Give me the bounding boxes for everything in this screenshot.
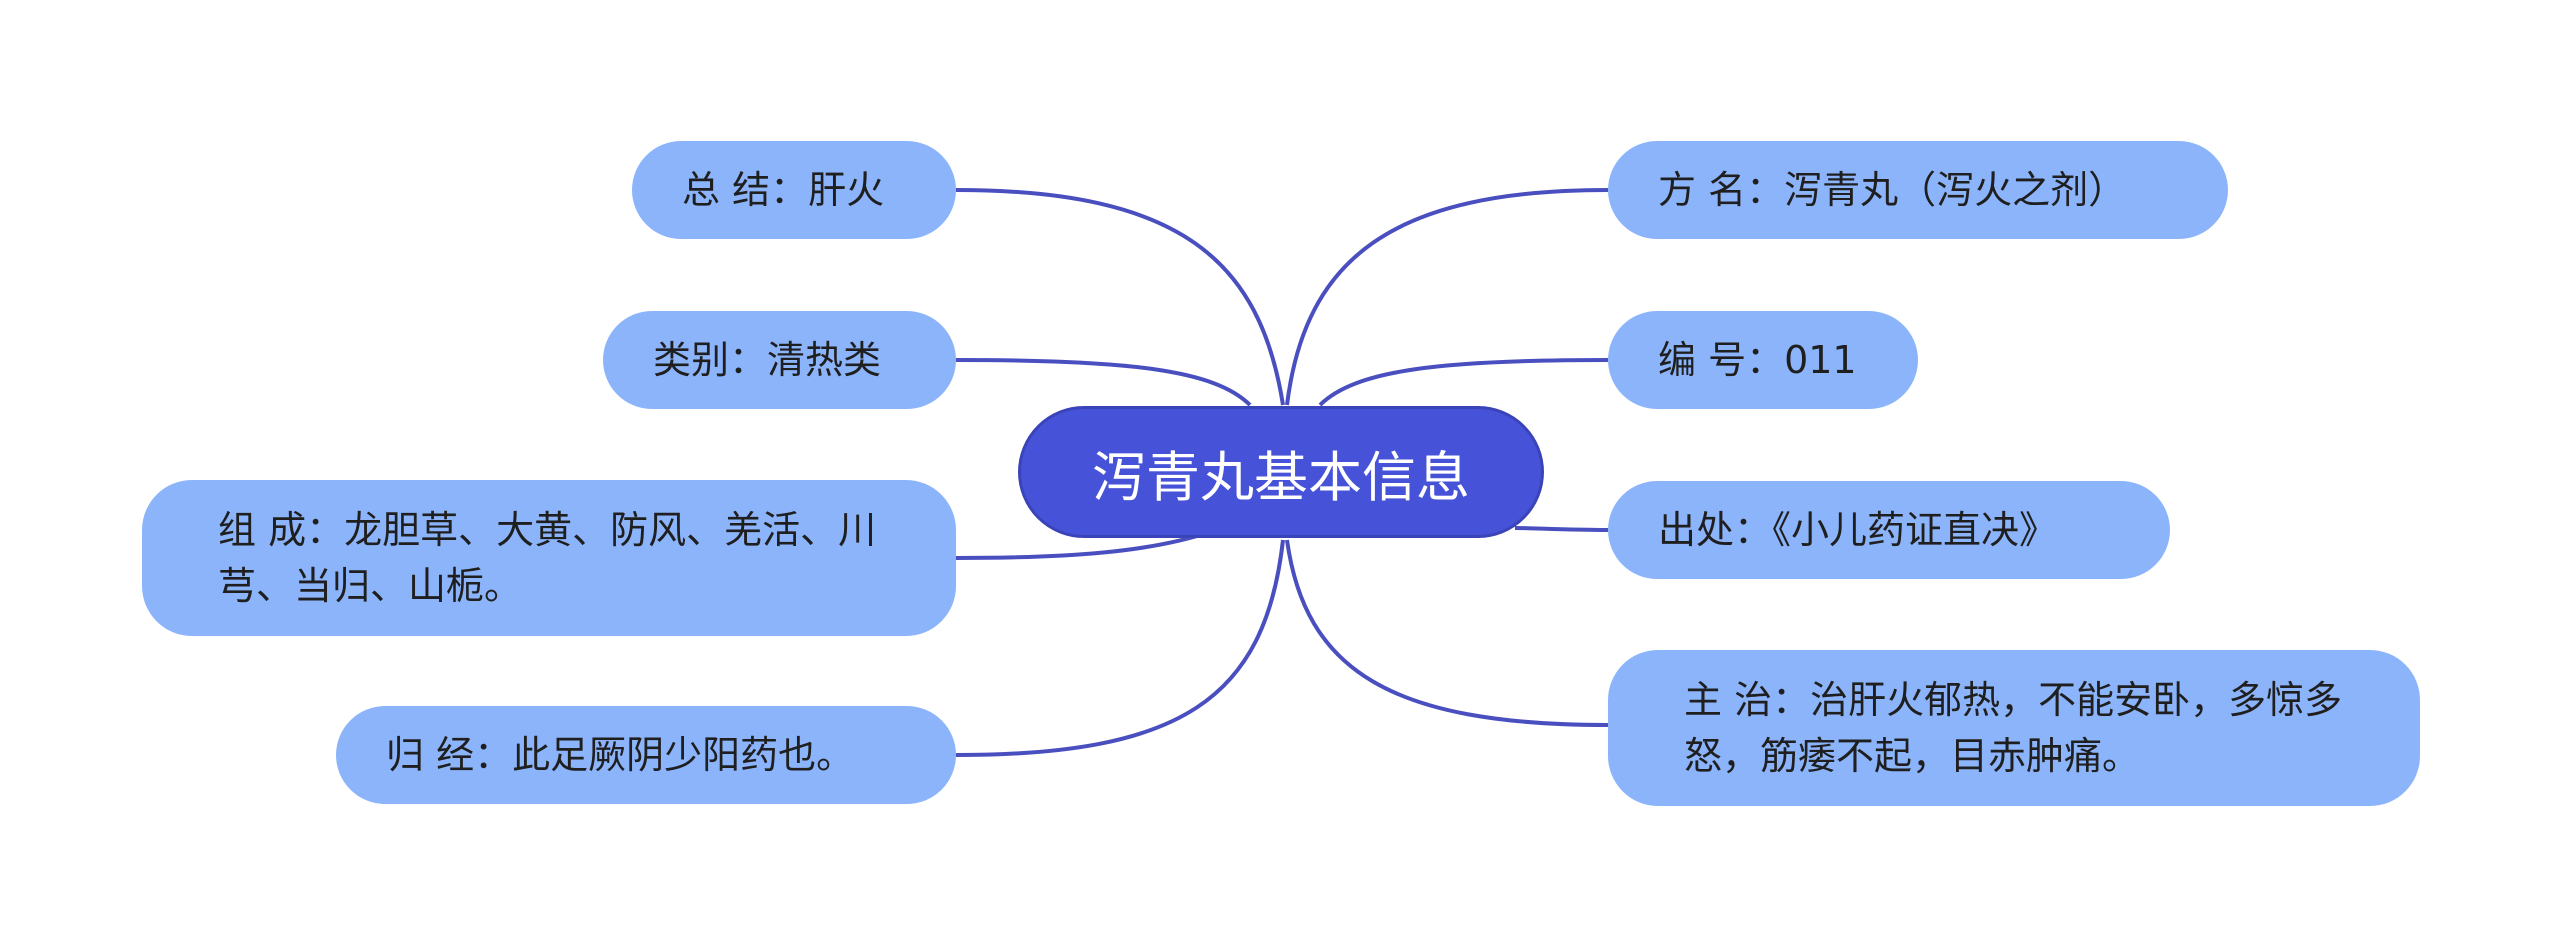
link-composition bbox=[955, 530, 1211, 560]
node-meridian-label: 归 经：此足厥阴少阳药也。 bbox=[386, 733, 855, 777]
node-composition[interactable]: 组 成：龙胆草、大黄、防风、羌活、川芎、当归、山栀。 bbox=[142, 480, 956, 636]
node-number[interactable]: 编 号：011 bbox=[1608, 311, 1918, 409]
node-number-label: 编 号：011 bbox=[1658, 338, 1857, 382]
link-indication bbox=[1285, 539, 1609, 727]
link-name bbox=[1285, 188, 1609, 406]
center-topic[interactable]: 泻青丸基本信息 bbox=[1018, 406, 1544, 538]
node-composition-label: 组 成：龙胆草、大黄、防风、羌活、川芎、当归、山栀。 bbox=[218, 508, 877, 608]
node-source[interactable]: 出处：《小儿药证直决》 bbox=[1608, 481, 2170, 579]
node-source-label: 出处：《小儿药证直决》 bbox=[1658, 508, 2058, 552]
node-name-label: 方 名：泻青丸（泻火之剂） bbox=[1658, 168, 2127, 212]
node-summary-label: 总 结：肝火 bbox=[682, 168, 885, 212]
node-category-label: 类别：清热类 bbox=[653, 338, 882, 382]
node-meridian[interactable]: 归 经：此足厥阴少阳药也。 bbox=[336, 706, 956, 804]
node-indication[interactable]: 主 治：治肝火郁热，不能安卧，多惊多怒，筋痿不起，目赤肿痛。 bbox=[1608, 650, 2420, 806]
link-category bbox=[955, 358, 1252, 407]
link-meridian bbox=[955, 539, 1285, 757]
link-summary bbox=[955, 188, 1285, 406]
node-name[interactable]: 方 名：泻青丸（泻火之剂） bbox=[1608, 141, 2228, 239]
link-source bbox=[1514, 526, 1609, 532]
node-indication-label: 主 治：治肝火郁热，不能安卧，多惊多怒，筋痿不起，目赤肿痛。 bbox=[1684, 678, 2343, 778]
node-category[interactable]: 类别：清热类 bbox=[603, 311, 956, 409]
node-summary[interactable]: 总 结：肝火 bbox=[632, 141, 956, 239]
center-topic-label: 泻青丸基本信息 bbox=[1092, 445, 1470, 509]
link-number bbox=[1318, 358, 1609, 407]
